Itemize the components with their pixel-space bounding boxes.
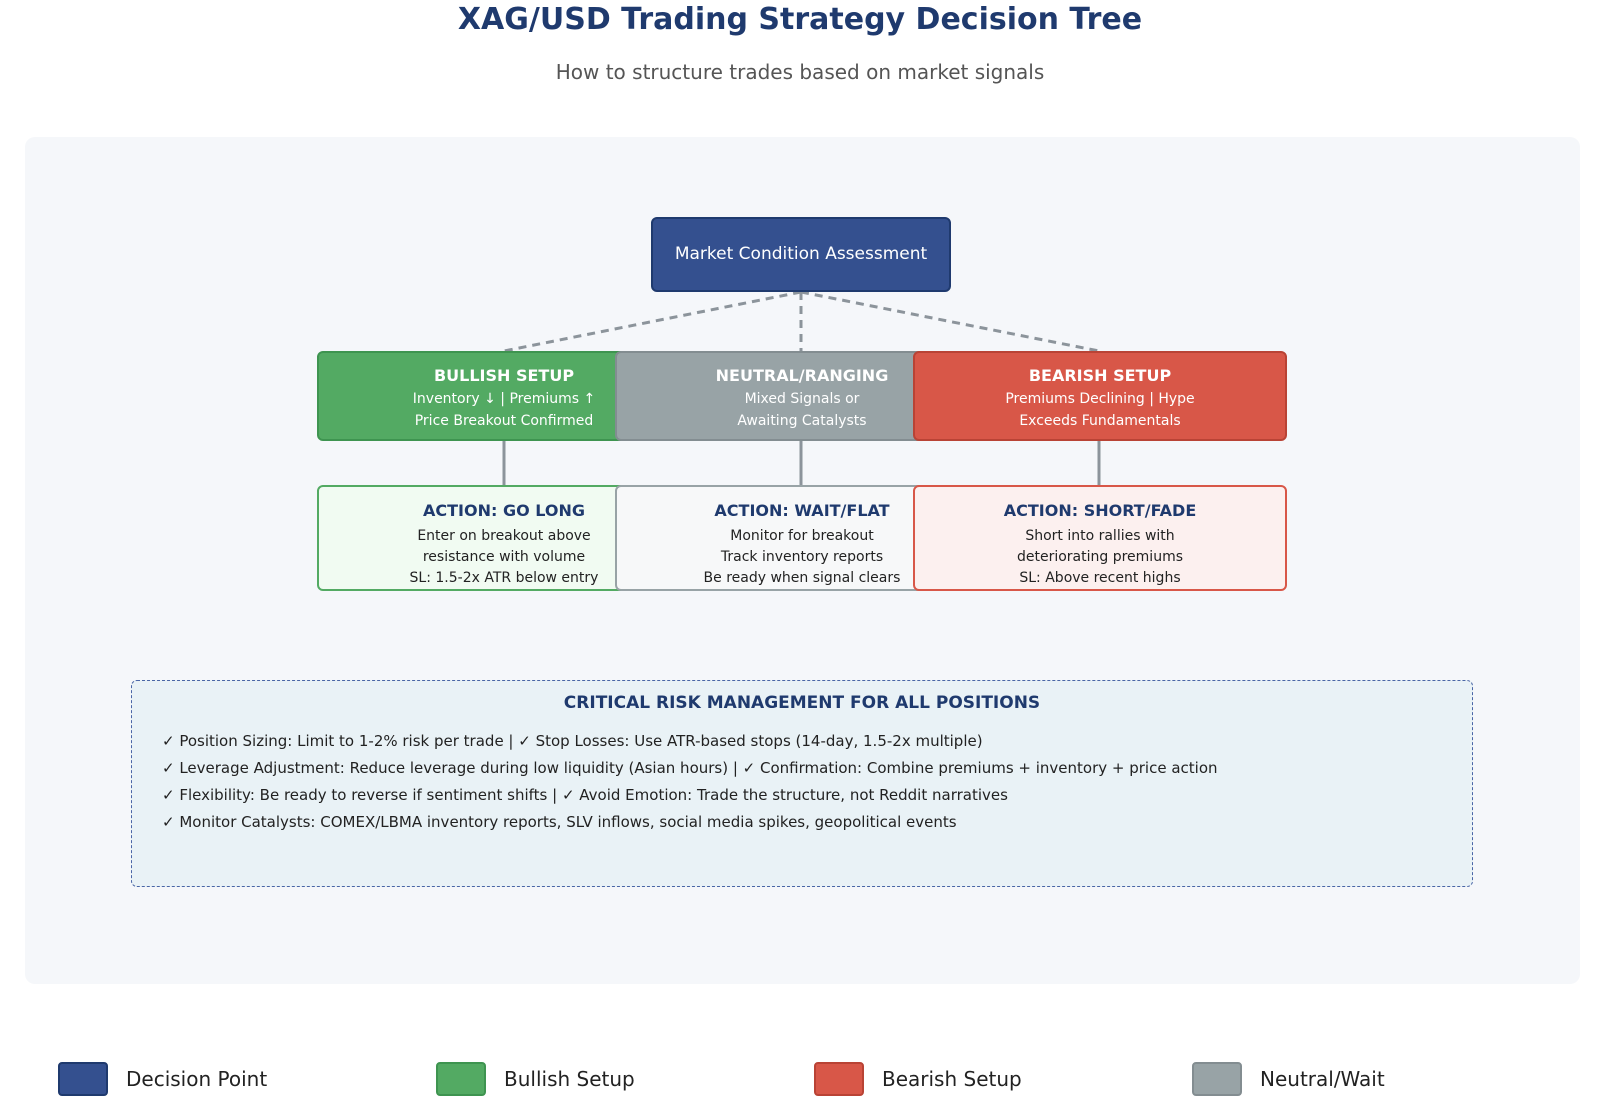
connector-root-bearish bbox=[800, 290, 1100, 353]
risk-item: ✓ Position Sizing: Limit to 1-2% risk pe… bbox=[162, 732, 983, 750]
action-line: resistance with volume bbox=[422, 549, 586, 565]
legend-swatch-bearish bbox=[814, 1062, 864, 1096]
legend-swatch-neutral bbox=[1192, 1062, 1242, 1096]
risk-item: ✓ Monitor Catalysts: COMEX/LBMA inventor… bbox=[162, 813, 957, 831]
page-subtitle: How to structure trades based on market … bbox=[555, 60, 1045, 84]
neutral-setup-title: NEUTRAL/RANGING bbox=[715, 366, 889, 385]
bullish-setup-title: BULLISH SETUP bbox=[433, 366, 575, 385]
bearish-setup-title: BEARISH SETUP bbox=[1028, 366, 1172, 385]
action-line: Short into rallies with bbox=[1025, 528, 1175, 544]
action-line: Track inventory reports bbox=[720, 549, 884, 565]
legend-label: Bearish Setup bbox=[882, 1067, 1022, 1091]
action-go-long-title: ACTION: GO LONG bbox=[422, 501, 585, 520]
action-line: Monitor for breakout bbox=[730, 528, 874, 544]
legend-label: Bullish Setup bbox=[504, 1067, 635, 1091]
decision-node-market-assessment: Market Condition Assessment bbox=[651, 217, 951, 292]
action-short-fade-node: ACTION: SHORT/FADE Short into rallies wi… bbox=[913, 485, 1287, 591]
neutral-setup-line: Mixed Signals or bbox=[744, 391, 860, 407]
risk-management-title: CRITICAL RISK MANAGEMENT FOR ALL POSITIO… bbox=[563, 693, 1041, 713]
risk-management-list: ✓ Position Sizing: Limit to 1-2% risk pe… bbox=[162, 728, 1218, 836]
bearish-setup-line: Premiums Declining | Hype bbox=[1005, 391, 1195, 407]
legend-swatch-decision bbox=[58, 1062, 108, 1096]
bullish-setup-line: Price Breakout Confirmed bbox=[414, 413, 594, 429]
risk-item: ✓ Flexibility: Be ready to reverse if se… bbox=[162, 786, 1008, 804]
action-line: Enter on breakout above bbox=[417, 528, 591, 544]
bearish-setup-line: Exceeds Fundamentals bbox=[1019, 413, 1181, 429]
action-line: deteriorating premiums bbox=[1016, 549, 1184, 565]
risk-item: ✓ Leverage Adjustment: Reduce leverage d… bbox=[162, 759, 1218, 777]
page-title: XAG/USD Trading Strategy Decision Tree bbox=[457, 2, 1143, 37]
action-line: SL: 1.5-2x ATR below entry bbox=[409, 570, 599, 586]
action-line: SL: Above recent highs bbox=[1019, 570, 1181, 586]
bullish-setup-line: Inventory ↓ | Premiums ↑ bbox=[412, 391, 596, 407]
legend-label: Decision Point bbox=[126, 1067, 268, 1091]
bearish-setup-node: BEARISH SETUP Premiums Declining | Hype … bbox=[913, 351, 1287, 441]
connector-root-bullish bbox=[503, 290, 802, 353]
neutral-setup-line: Awaiting Catalysts bbox=[737, 413, 867, 429]
action-wait-flat-title: ACTION: WAIT/FLAT bbox=[714, 501, 890, 520]
action-line: Be ready when signal clears bbox=[703, 570, 901, 586]
legend-label: Neutral/Wait bbox=[1260, 1067, 1385, 1091]
risk-management-box: CRITICAL RISK MANAGEMENT FOR ALL POSITIO… bbox=[131, 680, 1473, 887]
decision-node-label: Market Condition Assessment bbox=[674, 244, 928, 264]
action-short-fade-title: ACTION: SHORT/FADE bbox=[1003, 501, 1197, 520]
legend-swatch-bullish bbox=[436, 1062, 486, 1096]
